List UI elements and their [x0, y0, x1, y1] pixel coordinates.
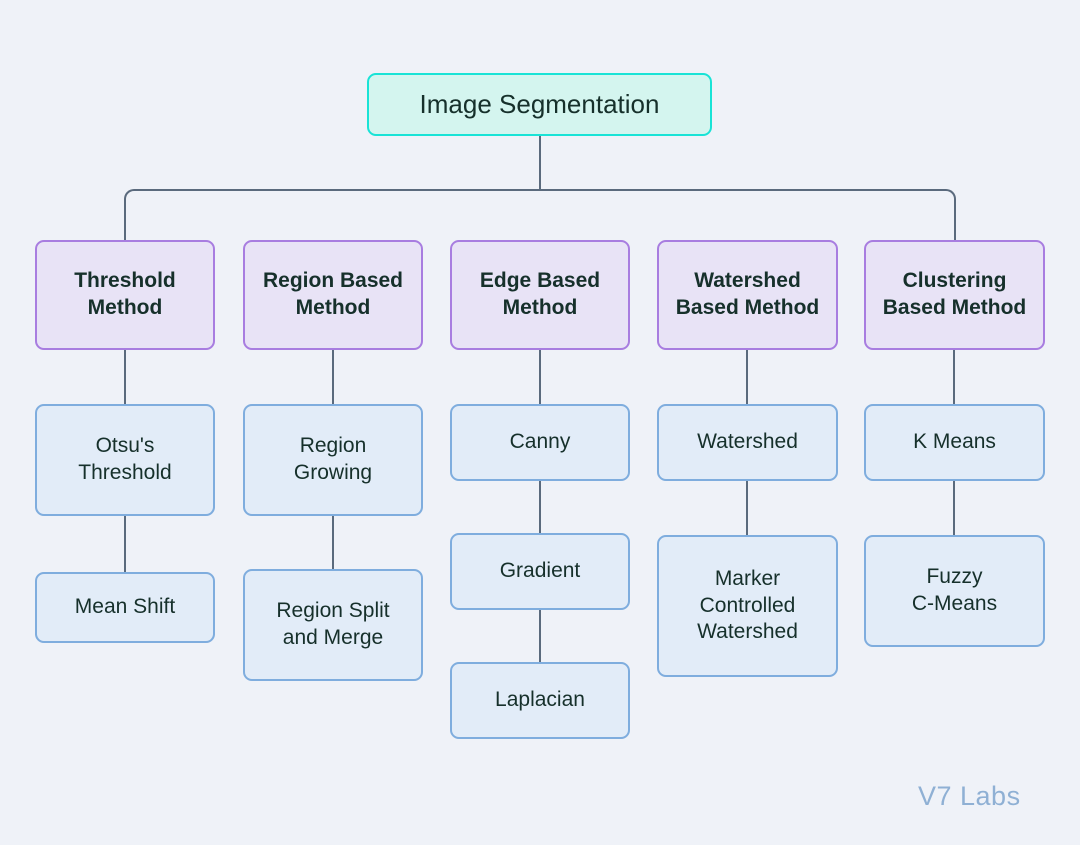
connector-watershed-to-marker-controlled [746, 481, 748, 535]
connector-bus [124, 189, 956, 241]
watermark-v7-labs: V7 Labs [918, 781, 1021, 811]
connector-region-to-growing [332, 350, 334, 404]
node-region-split-and-merge[interactable]: Region Split and Merge [243, 569, 423, 681]
connector-canny-to-gradient [539, 481, 541, 533]
node-clustering-based-method[interactable]: Clustering Based Method [864, 240, 1045, 350]
connector-root-stem [539, 136, 541, 190]
connector-growing-to-split-merge [332, 516, 334, 569]
connector-kmeans-to-fuzzy [953, 481, 955, 535]
node-fuzzy-c-means[interactable]: Fuzzy C-Means [864, 535, 1045, 647]
node-edge-based-method[interactable]: Edge Based Method [450, 240, 630, 350]
connector-otsu-to-mean-shift [124, 516, 126, 572]
node-gradient[interactable]: Gradient [450, 533, 630, 610]
node-otsus-threshold[interactable]: Otsu's Threshold [35, 404, 215, 516]
node-watershed-based-method[interactable]: Watershed Based Method [657, 240, 838, 350]
connector-clustering-to-kmeans [953, 350, 955, 404]
node-threshold-method[interactable]: Threshold Method [35, 240, 215, 350]
node-k-means[interactable]: K Means [864, 404, 1045, 481]
node-canny[interactable]: Canny [450, 404, 630, 481]
connector-gradient-to-laplacian [539, 610, 541, 662]
connector-threshold-to-otsu [124, 350, 126, 404]
node-region-based-method[interactable]: Region Based Method [243, 240, 423, 350]
connector-edge-to-canny [539, 350, 541, 404]
connector-watershed-method-to-watershed [746, 350, 748, 404]
node-marker-controlled-watershed[interactable]: Marker Controlled Watershed [657, 535, 838, 677]
node-laplacian[interactable]: Laplacian [450, 662, 630, 739]
node-image-segmentation[interactable]: Image Segmentation [367, 73, 712, 136]
node-mean-shift[interactable]: Mean Shift [35, 572, 215, 643]
node-region-growing[interactable]: Region Growing [243, 404, 423, 516]
node-watershed[interactable]: Watershed [657, 404, 838, 481]
